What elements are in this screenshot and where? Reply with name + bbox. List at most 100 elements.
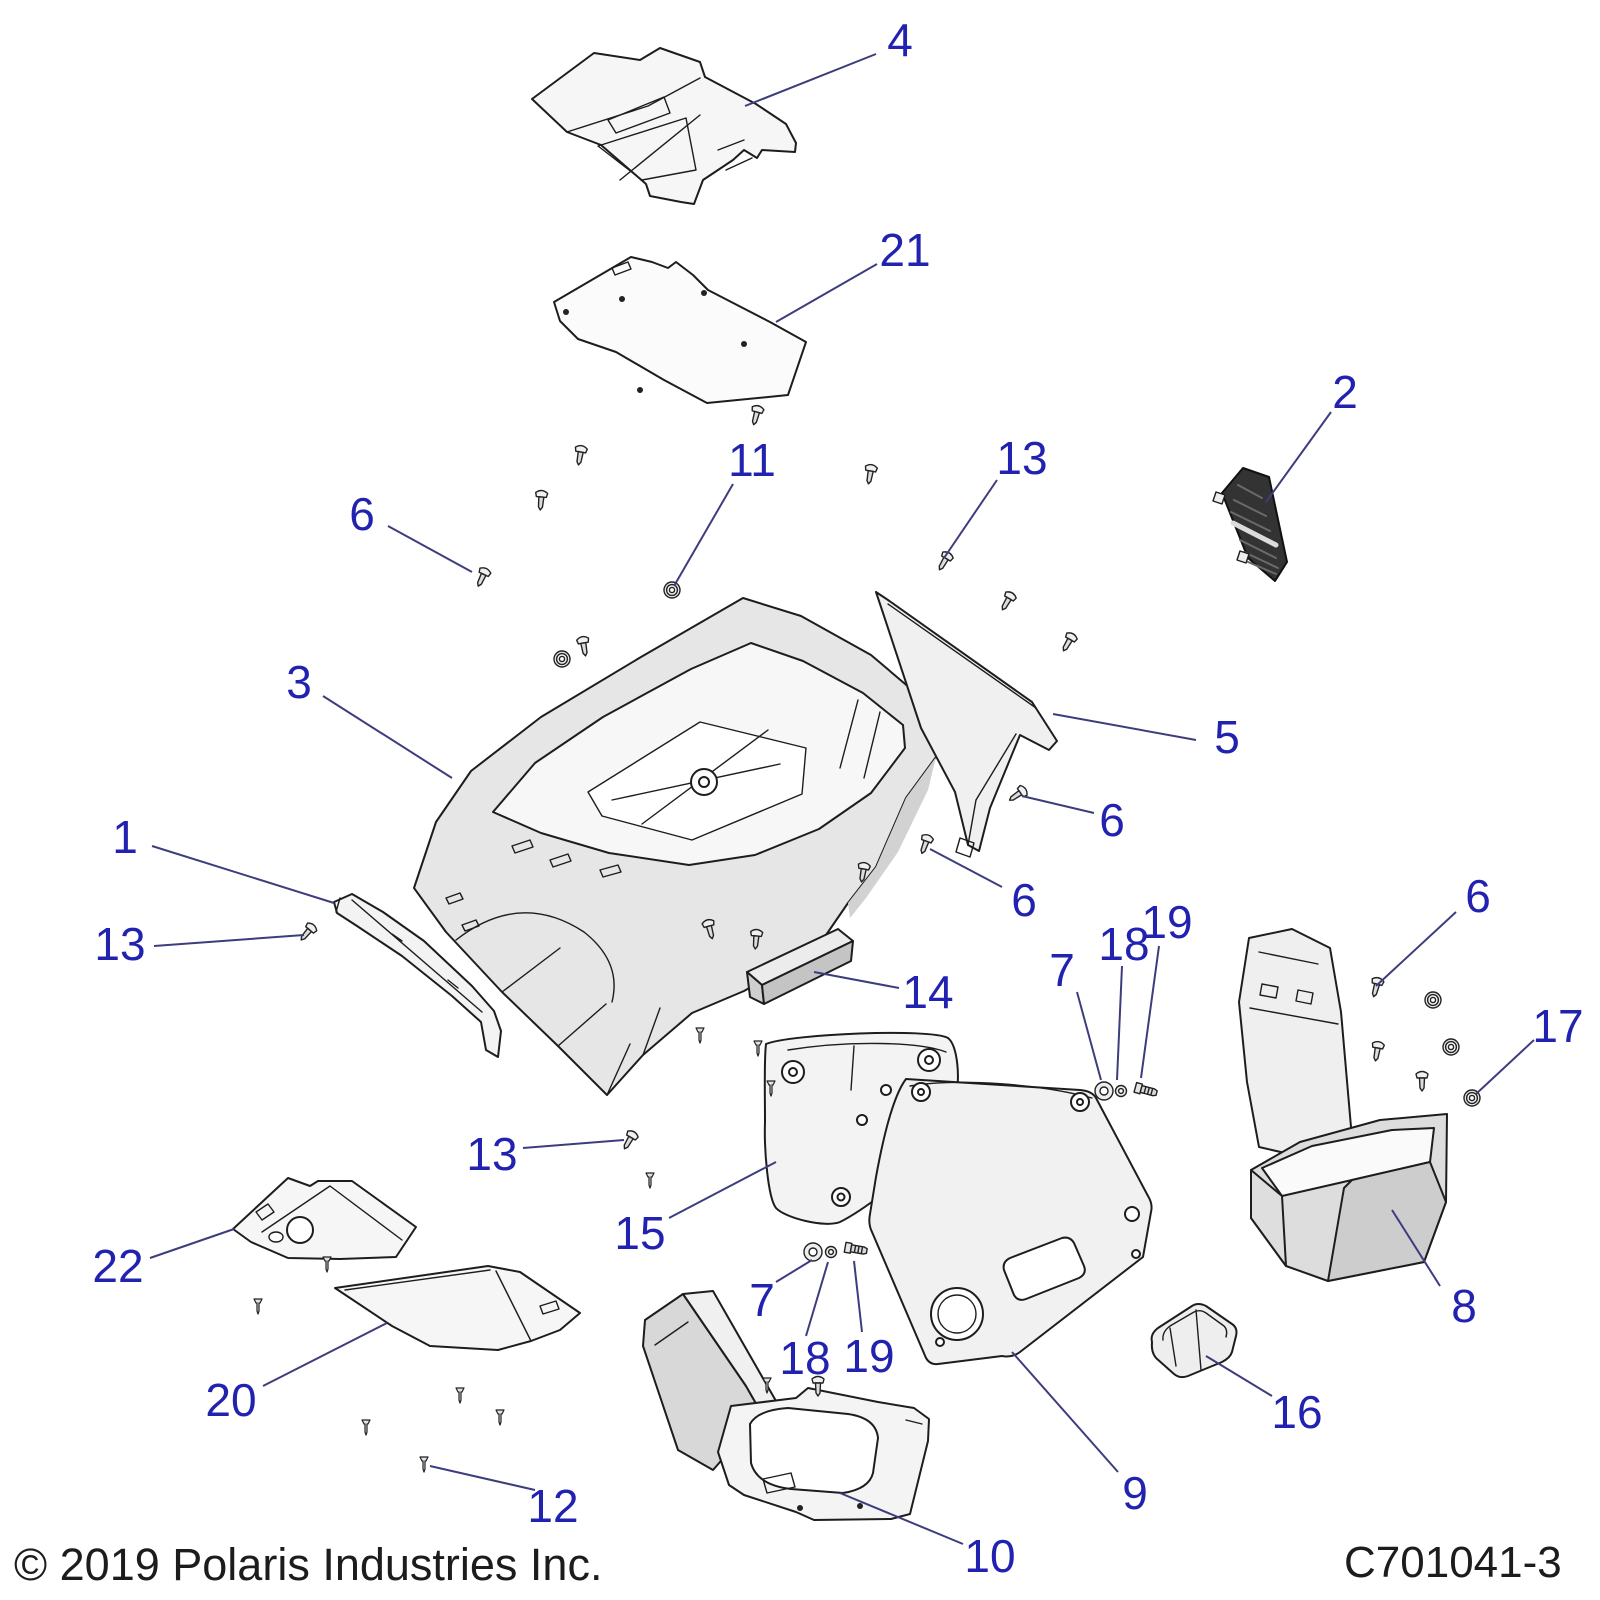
callout-number: 13 [94, 918, 145, 970]
callout-number: 6 [1099, 794, 1125, 846]
callout-number: 13 [996, 432, 1047, 484]
copyright-text: © 2019 Polaris Industries Inc. [14, 1539, 602, 1590]
callout-number: 7 [1049, 944, 1075, 996]
callout-number: 16 [1271, 1386, 1322, 1438]
callout-number: 15 [614, 1207, 665, 1259]
leader-line [929, 848, 1003, 888]
callout-18: 18 [779, 1261, 831, 1384]
callout-10: 10 [839, 1492, 1016, 1582]
callout-16: 16 [1205, 1355, 1323, 1438]
callout-number: 20 [205, 1374, 256, 1426]
leader-line [387, 525, 473, 573]
leader-line [943, 479, 998, 559]
callout-number: 4 [887, 14, 913, 66]
callout-11: 11 [673, 434, 776, 587]
part-21-mat [553, 256, 807, 404]
leader-line [668, 1161, 777, 1219]
leader-line [1011, 1351, 1119, 1473]
callout-number: 14 [902, 966, 953, 1018]
part-1-side-rail [333, 893, 502, 1058]
callout-number: 6 [349, 488, 375, 540]
callout-number: 11 [728, 434, 776, 486]
callout-number: 8 [1451, 1280, 1477, 1332]
callout-number: 18 [1098, 918, 1149, 970]
callout-number: 7 [749, 1274, 775, 1326]
leader-line [522, 1139, 625, 1149]
callout-5: 5 [1052, 711, 1240, 763]
callout-19: 19 [1140, 896, 1193, 1079]
callout-number: 13 [466, 1128, 517, 1180]
part-16-tray [1150, 1303, 1238, 1379]
leader-line [673, 483, 734, 587]
callout-20: 20 [205, 1322, 388, 1426]
callout-number: 2 [1332, 366, 1358, 418]
callout-number: 6 [1011, 874, 1037, 926]
callout-2: 2 [1265, 366, 1358, 503]
leader-line [153, 934, 305, 947]
leader-line [1265, 411, 1332, 503]
leader-line [149, 1228, 235, 1259]
leader-line [775, 1259, 813, 1283]
part-9-panel [868, 1078, 1153, 1366]
callout-15: 15 [614, 1161, 777, 1259]
leader-line [1076, 991, 1102, 1081]
leader-line [262, 1322, 388, 1387]
callout-19: 19 [843, 1260, 895, 1382]
callout-number: 9 [1122, 1467, 1148, 1519]
callout-22: 22 [92, 1228, 235, 1292]
leader-line [429, 1465, 536, 1491]
leader-line [813, 971, 900, 989]
part-5-corner-panel [875, 591, 1058, 858]
leader-line [1140, 945, 1160, 1079]
callout-9: 9 [1011, 1351, 1148, 1519]
callout-6: 6 [929, 848, 1037, 926]
callout-number: 12 [527, 1480, 578, 1532]
part-20-shield [334, 1265, 581, 1351]
part-4-access-plate [531, 47, 797, 205]
callout-6: 6 [1021, 794, 1125, 846]
part-22-shield [232, 1177, 417, 1260]
leader-line [1375, 911, 1457, 987]
part-14-foam-bar [746, 928, 854, 1005]
callout-13: 13 [943, 432, 1048, 559]
leader-line [775, 263, 878, 323]
callout-18: 18 [1098, 918, 1150, 1081]
part-3-cargo-box [413, 597, 938, 1096]
callout-number: 6 [1465, 870, 1491, 922]
callout-number: 17 [1532, 1000, 1583, 1052]
callout-6: 6 [1375, 870, 1491, 987]
leader-line [1021, 795, 1095, 814]
callout-number: 18 [779, 1332, 830, 1384]
part-2-vent-grille [1212, 467, 1288, 582]
leader-line [744, 53, 877, 107]
leader-line [839, 1492, 964, 1545]
callout-21: 21 [775, 224, 931, 323]
callout-1: 1 [112, 811, 335, 904]
leader-line [1475, 1039, 1535, 1095]
callout-13: 13 [466, 1128, 625, 1180]
callout-7: 7 [749, 1259, 813, 1326]
part-10-floor-panel [642, 1290, 930, 1521]
callout-4: 4 [744, 14, 913, 107]
callout-number: 5 [1214, 711, 1240, 763]
leader-line [1205, 1355, 1273, 1397]
leader-line [853, 1260, 863, 1333]
leader-line [322, 695, 453, 779]
callout-8: 8 [1391, 1209, 1477, 1332]
callout-number: 3 [286, 656, 312, 708]
callout-number: 10 [964, 1530, 1015, 1582]
leader-line [1052, 713, 1197, 741]
callout-number: 19 [843, 1330, 894, 1382]
callout-3: 3 [286, 656, 453, 779]
leader-line [1116, 965, 1123, 1081]
callout-number: 22 [92, 1240, 143, 1292]
part-code: C701041-3 [1344, 1538, 1562, 1587]
callout-12: 12 [429, 1465, 579, 1532]
leader-line [151, 845, 335, 904]
leader-line [1391, 1209, 1441, 1287]
callout-number: 1 [112, 811, 138, 863]
callout-17: 17 [1475, 1000, 1584, 1095]
